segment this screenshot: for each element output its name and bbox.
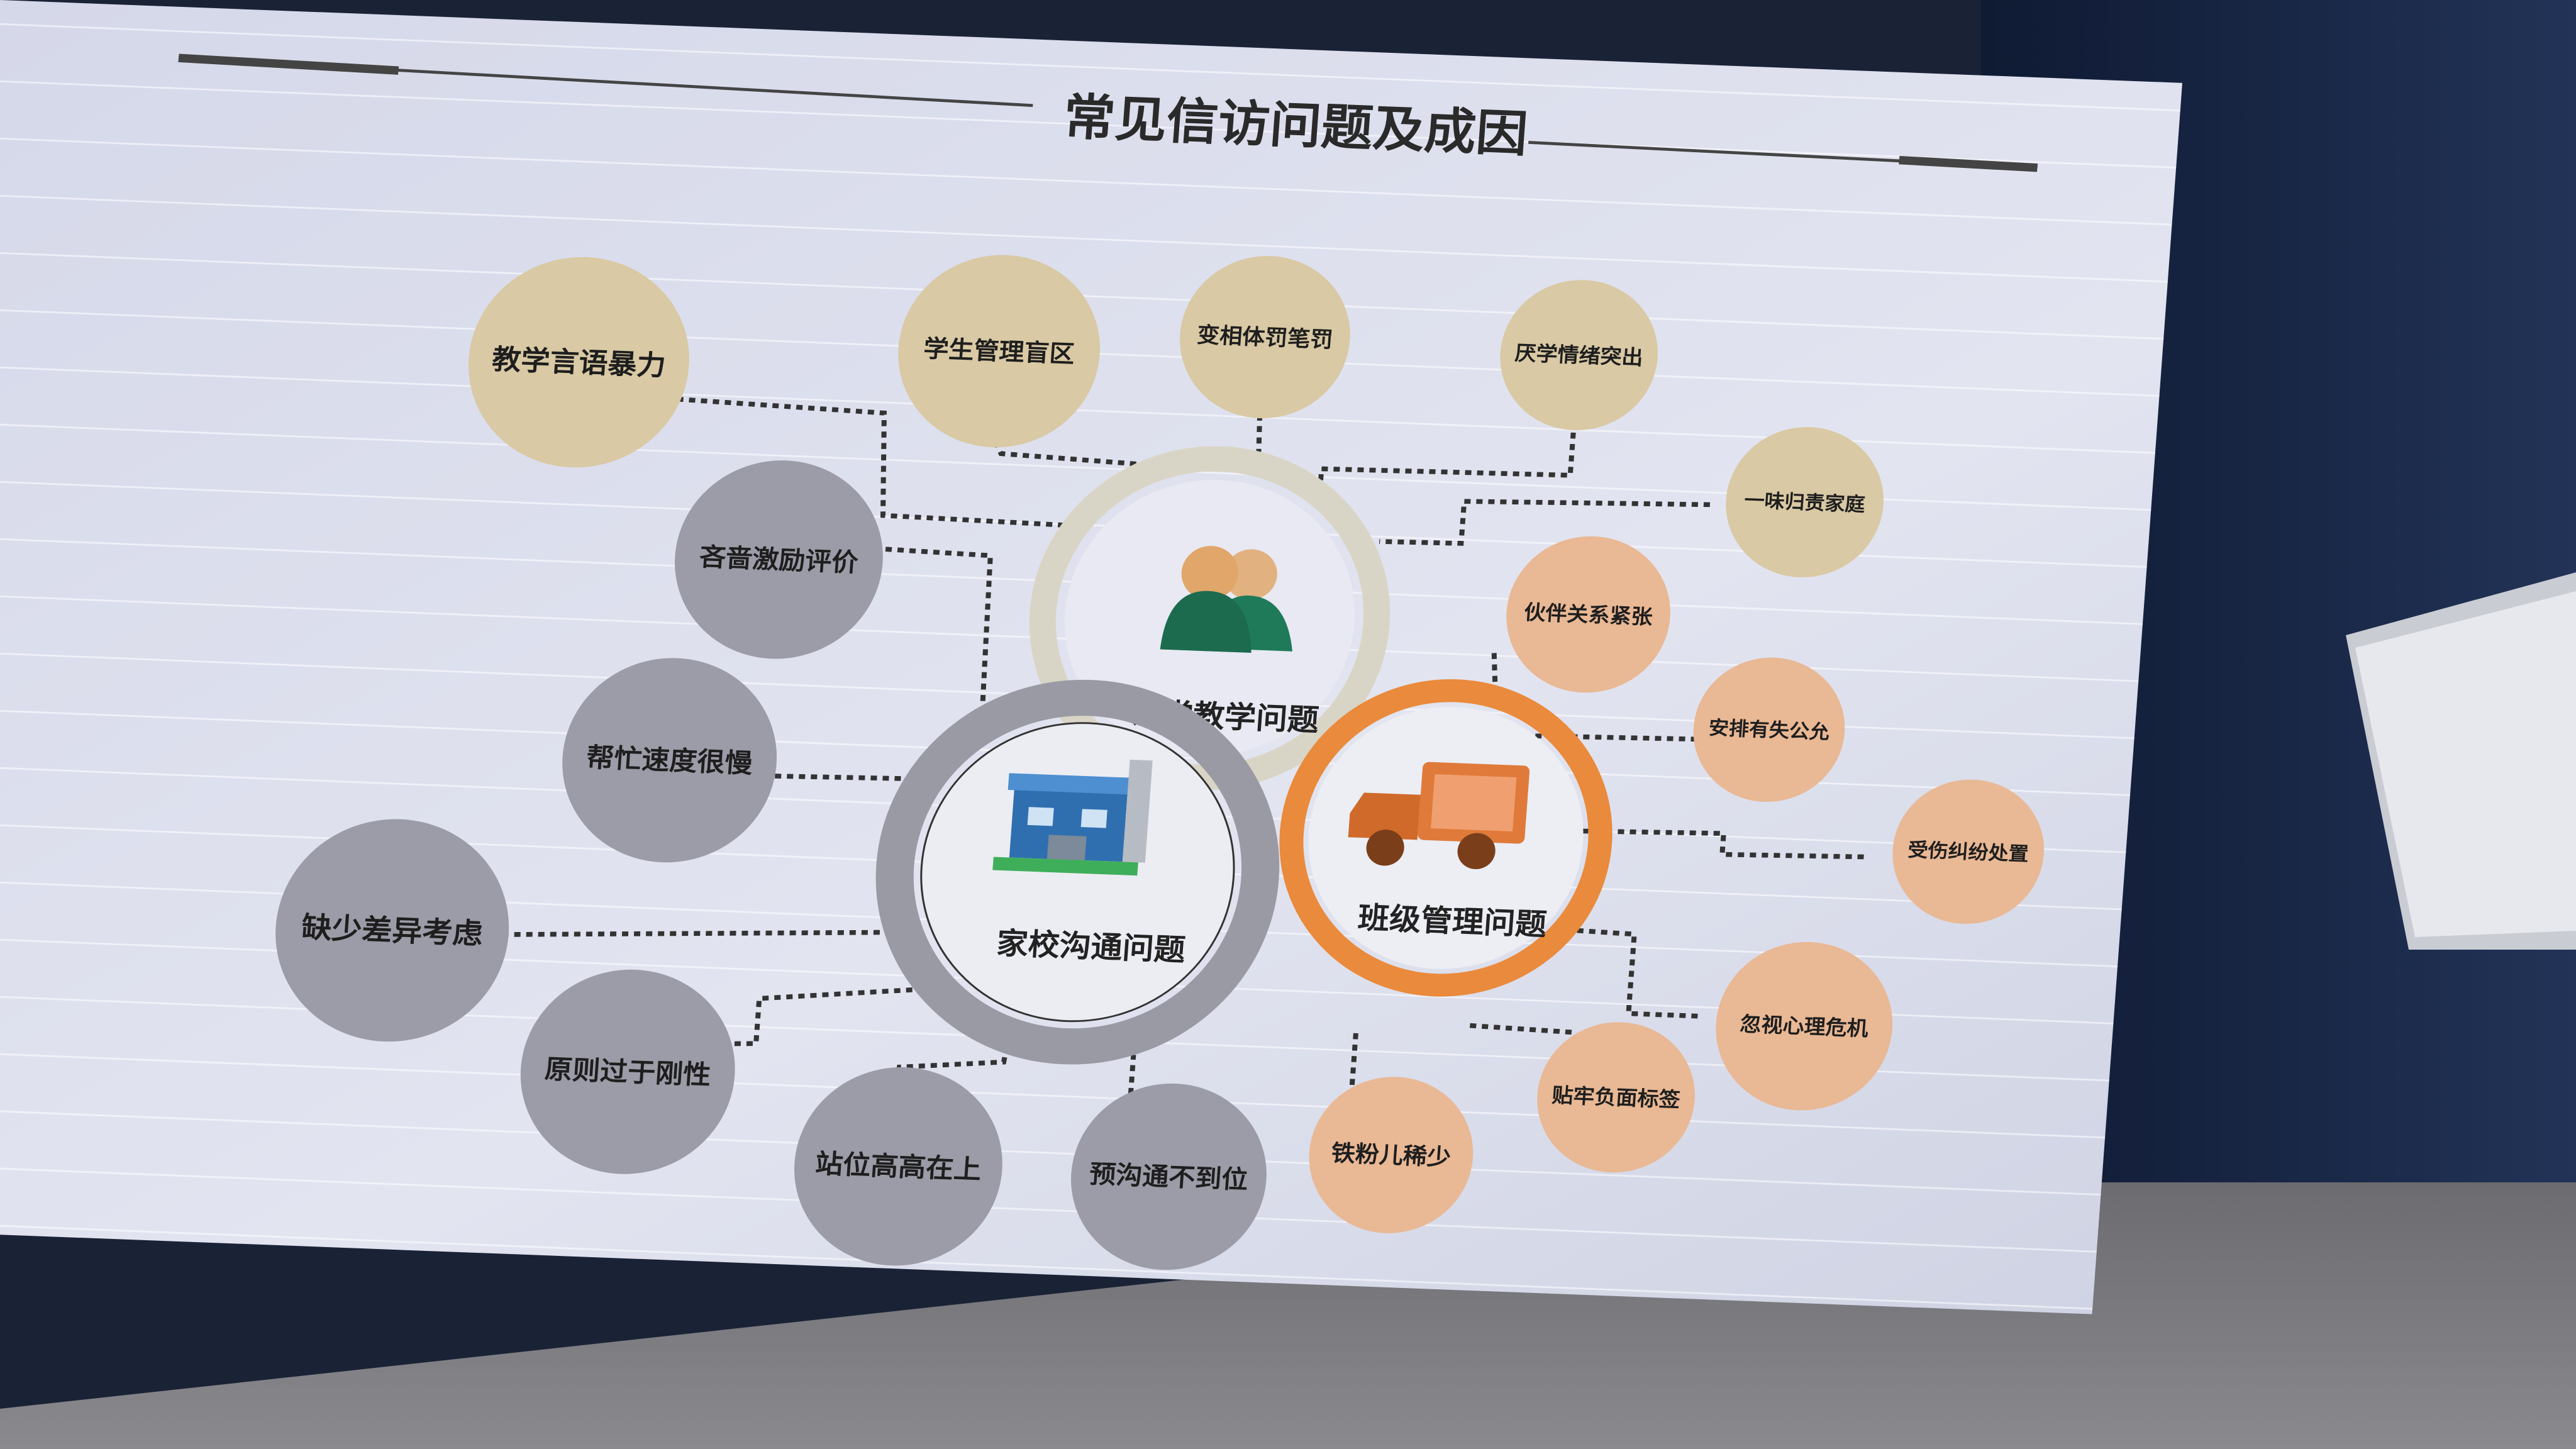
cause-bubble-circle [520,969,735,1174]
cause-bubble-circle [898,255,1100,448]
cause-bubble-circle [674,460,883,659]
cause-bubble-circle [1716,941,1893,1111]
truck-icon [1348,762,1530,869]
cause-bubble-circle [275,819,509,1042]
cause-bubble: 一味归责家庭 [1726,427,1884,578]
cause-bubble-circle [1693,657,1845,802]
cause-bubble: 安排有失公允 [1693,657,1845,802]
cause-bubble-label: 站位高高在上 [814,1148,983,1185]
cause-bubble-label: 铁粉儿稀少 [1330,1140,1452,1171]
cause-bubble-label: 预沟通不到位 [1089,1159,1249,1194]
cause-bubble-label: 伙伴关系紧张 [1523,600,1653,629]
cause-bubble: 帮忙速度很慢 [562,658,777,863]
cause-bubble: 预沟通不到位 [1071,1083,1267,1270]
cause-bubble: 原则过于刚性 [520,969,735,1174]
cause-bubble-label: 忽视心理危机 [1739,1012,1869,1041]
cause-bubble: 变相体罚笔罚 [1180,256,1350,419]
cause-bubble-label: 一味归责家庭 [1743,489,1866,516]
hub-home-school-label: 家校沟通问题 [996,926,1187,968]
cause-bubble: 站位高高在上 [794,1067,1002,1266]
cause-bubble-label: 厌学情绪突出 [1514,341,1644,370]
cause-bubble-label: 受伤纠纷处置 [1907,839,2029,865]
cause-bubble: 缺少差异考虑 [275,819,509,1042]
cause-bubble-label: 教学言语暴力 [491,343,667,382]
cause-bubble: 厌学情绪突出 [1500,280,1658,431]
cause-bubble: 吝啬激励评价 [674,460,883,659]
cause-bubble-label: 安排有失公允 [1708,716,1831,743]
people-icon [1160,546,1292,653]
cause-bubble-circle [562,658,777,863]
cause-bubble-circle [1506,536,1670,693]
cause-bubble-label: 缺少差异考虑 [301,911,484,952]
cause-bubble: 贴牢负面标签 [1537,1022,1695,1173]
cause-bubble-circle [1071,1083,1267,1270]
cause-bubble: 伙伴关系紧张 [1506,536,1670,693]
hub-class-mgmt-label: 班级管理问题 [1357,901,1548,943]
cause-bubble-label: 帮忙速度很慢 [586,742,754,779]
cause-bubble: 铁粉儿稀少 [1309,1077,1474,1233]
cause-bubble-label: 变相体罚笔罚 [1196,323,1334,353]
cause-bubble-circle [1892,779,2044,924]
cause-bubble-circle [1726,427,1884,578]
cause-bubble-circle [1309,1077,1474,1233]
cause-bubble-label: 学生管理盲区 [923,335,1075,369]
cause-bubble-label: 吝啬激励评价 [698,542,860,577]
school-building-icon [992,759,1153,876]
hub-class-mgmt: 班级管理问题 [1279,679,1613,997]
cause-bubble-circle [794,1067,1002,1266]
cause-bubble-label: 原则过于刚性 [543,1054,712,1091]
cause-bubble-circle [1537,1022,1695,1173]
cause-bubble: 教学言语暴力 [469,257,689,468]
cause-bubble: 忽视心理危机 [1716,941,1893,1111]
cause-bubble-circle [469,257,689,468]
cause-bubble-circle [1500,280,1658,431]
cause-bubble-circle [1180,256,1350,419]
cause-bubble: 受伤纠纷处置 [1892,779,2044,924]
cause-bubble-label: 贴牢负面标签 [1551,1083,1681,1112]
cause-bubble: 学生管理盲区 [898,255,1100,448]
hub-home-school: 家校沟通问题 [875,679,1280,1065]
